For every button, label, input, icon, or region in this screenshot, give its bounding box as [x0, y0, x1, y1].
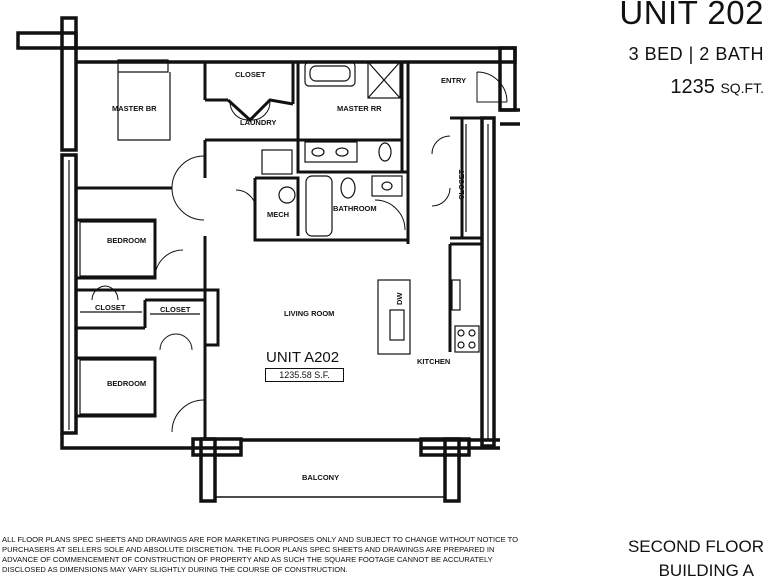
laundry-sink: [261, 149, 293, 175]
bedroom-1-walls: [76, 218, 205, 292]
closet-top-walls: [203, 62, 295, 104]
master-br-door-2: [171, 187, 205, 221]
laundry-doors: [229, 101, 271, 121]
range-burner-2: [468, 329, 476, 337]
master-shower: [367, 61, 401, 99]
bath-toilet: [340, 177, 356, 199]
room-label-bathroom: BATHROOM: [333, 204, 377, 213]
room-label-closet-left: CLOSET: [95, 303, 126, 312]
square-footage: 1235 SQ.FT.: [670, 76, 764, 99]
closet-shelf-lines: [80, 124, 467, 315]
room-label-closet-entry: CLOSET: [457, 169, 466, 200]
hall-walls: [203, 138, 300, 236]
room-label-master-br: MASTER BR: [112, 104, 157, 113]
bath-tub: [305, 175, 333, 237]
building-name: BUILDING A: [658, 561, 754, 580]
room-label-master-rr: MASTER RR: [337, 104, 382, 113]
range: [454, 325, 480, 353]
plan-area-box: 1235.58 S.F.: [265, 368, 344, 382]
room-label-closet-mid: CLOSET: [160, 305, 191, 314]
bed-bath-count: 3 BED | 2 BATH: [628, 44, 764, 64]
balcony-left-post: [191, 437, 243, 457]
balcony-right-post: [419, 437, 471, 457]
master-toilet: [378, 142, 392, 162]
laundry-walls: [226, 98, 294, 123]
bedroom-2-bed: [79, 359, 156, 415]
room-label-closet-top: CLOSET: [235, 70, 266, 79]
master-br-door: [171, 155, 205, 189]
mech-door: [235, 189, 257, 211]
master-tub: [304, 61, 356, 87]
mech-walls: [253, 178, 298, 242]
interior-walls: [76, 62, 484, 440]
bedroom-1-bed: [79, 221, 156, 277]
bedroom-2-door: [171, 399, 205, 433]
room-label-mech: MECH: [267, 210, 289, 219]
refrigerator: [451, 279, 461, 311]
entry-closet-doors: [431, 135, 451, 207]
range-burner-3: [457, 341, 465, 349]
water-heater: [278, 186, 296, 204]
master-tub-inner: [309, 65, 351, 82]
master-sink-2: [335, 147, 349, 157]
disclaimer-text: ALL FLOOR PLANS SPEC SHEETS AND DRAWINGS…: [2, 535, 519, 574]
left-mid-wall: [60, 153, 78, 435]
bath-door: [374, 199, 406, 231]
entry-right-wall: [500, 108, 520, 126]
bath-vanity: [371, 175, 403, 197]
range-burner-1: [457, 329, 465, 337]
bottom-wall: [60, 433, 500, 450]
sqft-unit: SQ.FT.: [720, 80, 764, 96]
exterior-walls: [16, 16, 520, 503]
entry-door: [476, 71, 508, 103]
sqft-number: 1235: [670, 76, 715, 98]
left-top-wall: [60, 16, 78, 152]
range-burner-4: [468, 341, 476, 349]
door-swings: [91, 71, 508, 433]
room-label-bedroom-1: BEDROOM: [107, 236, 146, 245]
bedroom-1-door: [154, 249, 184, 279]
kitchen-counter: [448, 242, 484, 440]
left-closet-doors: [91, 285, 119, 301]
floor-name: SECOND FLOOR: [627, 537, 764, 556]
appliance-label-dw: DW: [395, 292, 404, 305]
room-label-balcony: BALCONY: [302, 473, 339, 482]
room-label-entry: ENTRY: [441, 76, 466, 85]
island-sink: [389, 309, 405, 341]
master-sink-1: [311, 147, 325, 157]
entry-closet-walls: [450, 116, 482, 240]
living-partition: [205, 288, 220, 347]
room-label-bedroom-2: BEDROOM: [107, 379, 146, 388]
master-rr-walls: [296, 62, 404, 174]
top-right-wall: [498, 46, 517, 112]
plan-unit-name: UNIT A202: [266, 349, 340, 366]
closet-doors: [159, 333, 193, 351]
room-label-laundry: LAUNDRY: [240, 118, 276, 127]
closet-walls: [76, 236, 207, 440]
left-wing-wall: [16, 31, 78, 50]
room-label-kitchen: KITCHEN: [417, 357, 450, 366]
room-label-living-room: LIVING ROOM: [284, 309, 334, 318]
master-vanity: [304, 141, 358, 163]
master-bed: [117, 59, 171, 141]
kitchen-island: [377, 279, 411, 355]
shower-x: [367, 61, 401, 99]
fixtures: [79, 59, 480, 415]
bath-sink: [381, 181, 393, 191]
unit-title: UNIT 202: [619, 0, 764, 31]
